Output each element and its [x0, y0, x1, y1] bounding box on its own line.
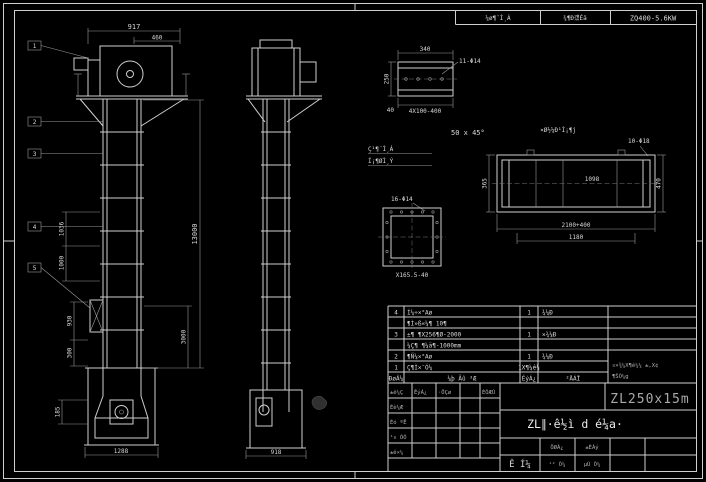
part-qty: 1	[527, 354, 531, 361]
part-name: ±¶ ¶X256¶Ø-2000	[407, 332, 462, 339]
parts-note-1: ¤×¾¼X¶ê¼¼ ±,X¢	[612, 362, 658, 369]
front-view: 917 460 13000 3000 1036 1000 930 300 185	[27, 23, 204, 458]
balloon-2: 2	[27, 116, 103, 127]
parts-row-1: 4 Í¼÷×°Aø 1 ¾¼Ð	[394, 309, 553, 317]
balloon-2-label: 2	[33, 119, 37, 126]
parts-row-4: ¼Ç¶ ¶¼ä¶-1000mm	[407, 343, 462, 350]
dim-casing-bottom-2: 1180	[569, 234, 584, 241]
dim-casing-left: 365	[482, 178, 489, 189]
balloon-3: 3	[27, 148, 103, 159]
part-no: 1	[394, 365, 398, 372]
dim-front-top-width: 917	[128, 23, 141, 31]
parts-header-qty: ÊýÁ¿	[522, 375, 536, 383]
part-name: ¶Ì»ß«¼¶ 10¶	[407, 321, 447, 328]
label-flange-holes: 16-Φ14	[391, 196, 413, 203]
label-casing: ¤Ø½¼Ð¹Ì¡¶j	[540, 127, 576, 134]
label-channel-holes: 11-Φ14	[459, 58, 481, 65]
part-qty: 1	[527, 310, 531, 317]
part-name: ¼Ç¶ ¶¼ä¶-1000mm	[407, 343, 462, 350]
dim-channel-height: 250	[384, 73, 391, 84]
drawing-frame	[3, 3, 703, 479]
dim-side-bottom-width: 918	[271, 449, 282, 456]
dim-front-bottom-width: 1288	[114, 448, 129, 455]
part-no: 4	[394, 310, 398, 317]
sheet-type-label: Ê Í¼	[509, 458, 531, 470]
sig-label-r1c1: ±ê¼Ç	[390, 389, 403, 396]
parts-header-no: ÐøÂ¼	[389, 376, 404, 383]
parts-header-row: ÐøÂ¼ ¼þ Ãû ³Æ ÊýÁ¿ ²ÄÁÏ	[389, 375, 581, 383]
parts-row-6: 1 Ç¶Ì×¯Ó¼ 1X¶¼ê¼	[394, 365, 540, 372]
dim-casing-right: 470	[656, 178, 663, 189]
part-name: ¶Ñ¼×°Aø	[407, 354, 433, 361]
parts-row-2: ¶Ì»ß«¼¶ 10¶	[407, 321, 447, 328]
dim-channel-bottom: 4X100-400	[409, 108, 442, 115]
info-sheets: ¹² Õ¼	[549, 461, 566, 468]
info-scale: ±ÈÀý	[585, 443, 599, 451]
sig-label-process: ¹¤ ÒÕ	[390, 434, 407, 441]
info-weight: ÖØÁ¿	[550, 444, 563, 451]
note-line-1: Ç¹¶¨Ì¸Á	[368, 146, 394, 153]
parts-row-5: 2 ¶Ñ¼×°Aø 1 ¾¼Ð	[394, 354, 553, 361]
part-mat: ×¾¼Ð	[542, 332, 557, 339]
balloon-5-label: 5	[33, 265, 37, 272]
part-no: 2	[394, 354, 398, 361]
sig-label-design: Éè¼Æ	[390, 403, 404, 411]
parts-header-name: ¼þ Ãû ³Æ	[448, 376, 477, 383]
part-qty: 1X¶¼ê¼	[518, 365, 540, 372]
mid-notes: Ç¹¶¨Ì¸Á Í¡¶ØÌ¸Ý	[368, 146, 432, 166]
parts-row-3: 3 ±¶ ¶X256¶Ø-2000 1 ×¾¼Ð	[394, 332, 557, 339]
detail-casing: 50 x 45° ¤Ø½¼Ð¹Ì¡¶j 10-Φ18 1098 365 470 …	[451, 127, 666, 244]
dim-front-left-3: 930	[67, 315, 74, 326]
header-cell-2: ¾¶Ð걨Éä	[563, 14, 587, 22]
model-code: ZL250x15m	[610, 392, 689, 407]
balloon-1-label: 1	[33, 43, 37, 50]
ink-blot	[311, 395, 328, 410]
balloon-1: 1	[27, 40, 89, 59]
label-casing-holes: 10-Φ18	[628, 138, 650, 145]
dim-front-left-5: 185	[55, 406, 62, 417]
dim-channel-width: 340	[420, 46, 431, 53]
dim-front-top-inner: 460	[152, 35, 163, 42]
dim-front-total-height: 13000	[191, 223, 199, 244]
sig-label-r1c4: ÈÕÆÚ	[482, 388, 495, 396]
dim-casing-bottom-1: 2100+400	[562, 222, 591, 229]
note-line-2: Í¡¶ØÌ¸Ý	[368, 157, 394, 165]
part-no: 3	[394, 332, 398, 339]
header-cell-motor-model: ZQ400-5.6KW	[630, 15, 677, 23]
parts-table: 4 Í¼÷×°Aø 1 ¾¼Ð ¶Ì»ß«¼¶ 10¶ 3 ±¶ ¶X256¶Ø…	[387, 305, 697, 472]
sig-label-r1c2: ÊýÁ¿	[414, 388, 427, 396]
balloon-3-label: 3	[33, 151, 37, 158]
detail-channel: 340 250 11-Φ14 4X100-400 40	[384, 46, 482, 115]
dim-channel-small: 40	[387, 107, 395, 114]
balloon-4: 4	[27, 221, 103, 232]
dim-front-seg-height: 3000	[181, 329, 188, 344]
sig-label-standard: ±ê×¼	[390, 449, 403, 456]
label-chamfer: 50 x 45°	[451, 129, 485, 137]
dim-front-left-2: 1000	[59, 255, 66, 270]
detail-flange: 16-Φ14 X165.5-40	[378, 196, 446, 279]
drawing-title: ZL∥·ê½ì d é¼a·	[527, 417, 623, 431]
part-mat: ¾¼Ð	[542, 354, 553, 361]
sig-label-check: Éó ºË	[390, 418, 407, 426]
balloon-5: 5	[27, 262, 91, 309]
part-qty: 1	[527, 332, 531, 339]
dim-front-left-1: 1036	[59, 221, 66, 236]
part-name: Í¼÷×°Aø	[407, 309, 433, 317]
sig-label-r1c3: ·ÖÇø	[438, 389, 452, 396]
dim-casing-inner: 1098	[585, 176, 600, 183]
title-block: ±ê¼Ç ÊýÁ¿ ·ÖÇø ÈÕÆÚ Éè¼Æ Éó ºË ¹¤ ÒÕ ±ê×…	[388, 383, 697, 472]
dim-flange-bottom: X165.5-40	[396, 272, 429, 279]
info-sheet-no: µÚ Õ¼	[584, 461, 601, 468]
balloon-4-label: 4	[33, 224, 37, 231]
side-view: 918	[245, 39, 322, 459]
sheet-header: ¼ø¶¨Ì¸Á ¾¶Ð걨Éä ZQ400-5.6KW	[455, 10, 697, 25]
part-name: Ç¶Ì×¯Ó¼	[407, 365, 433, 372]
parts-header-mat: ²ÄÁÏ	[566, 376, 581, 383]
parts-note-2: ¶ŠÒ¼g	[612, 373, 629, 380]
dim-front-left-4: 300	[67, 347, 74, 358]
part-mat: ¾¼Ð	[542, 310, 553, 317]
header-cell-1: ¼ø¶¨Ì¸Á	[485, 15, 511, 22]
